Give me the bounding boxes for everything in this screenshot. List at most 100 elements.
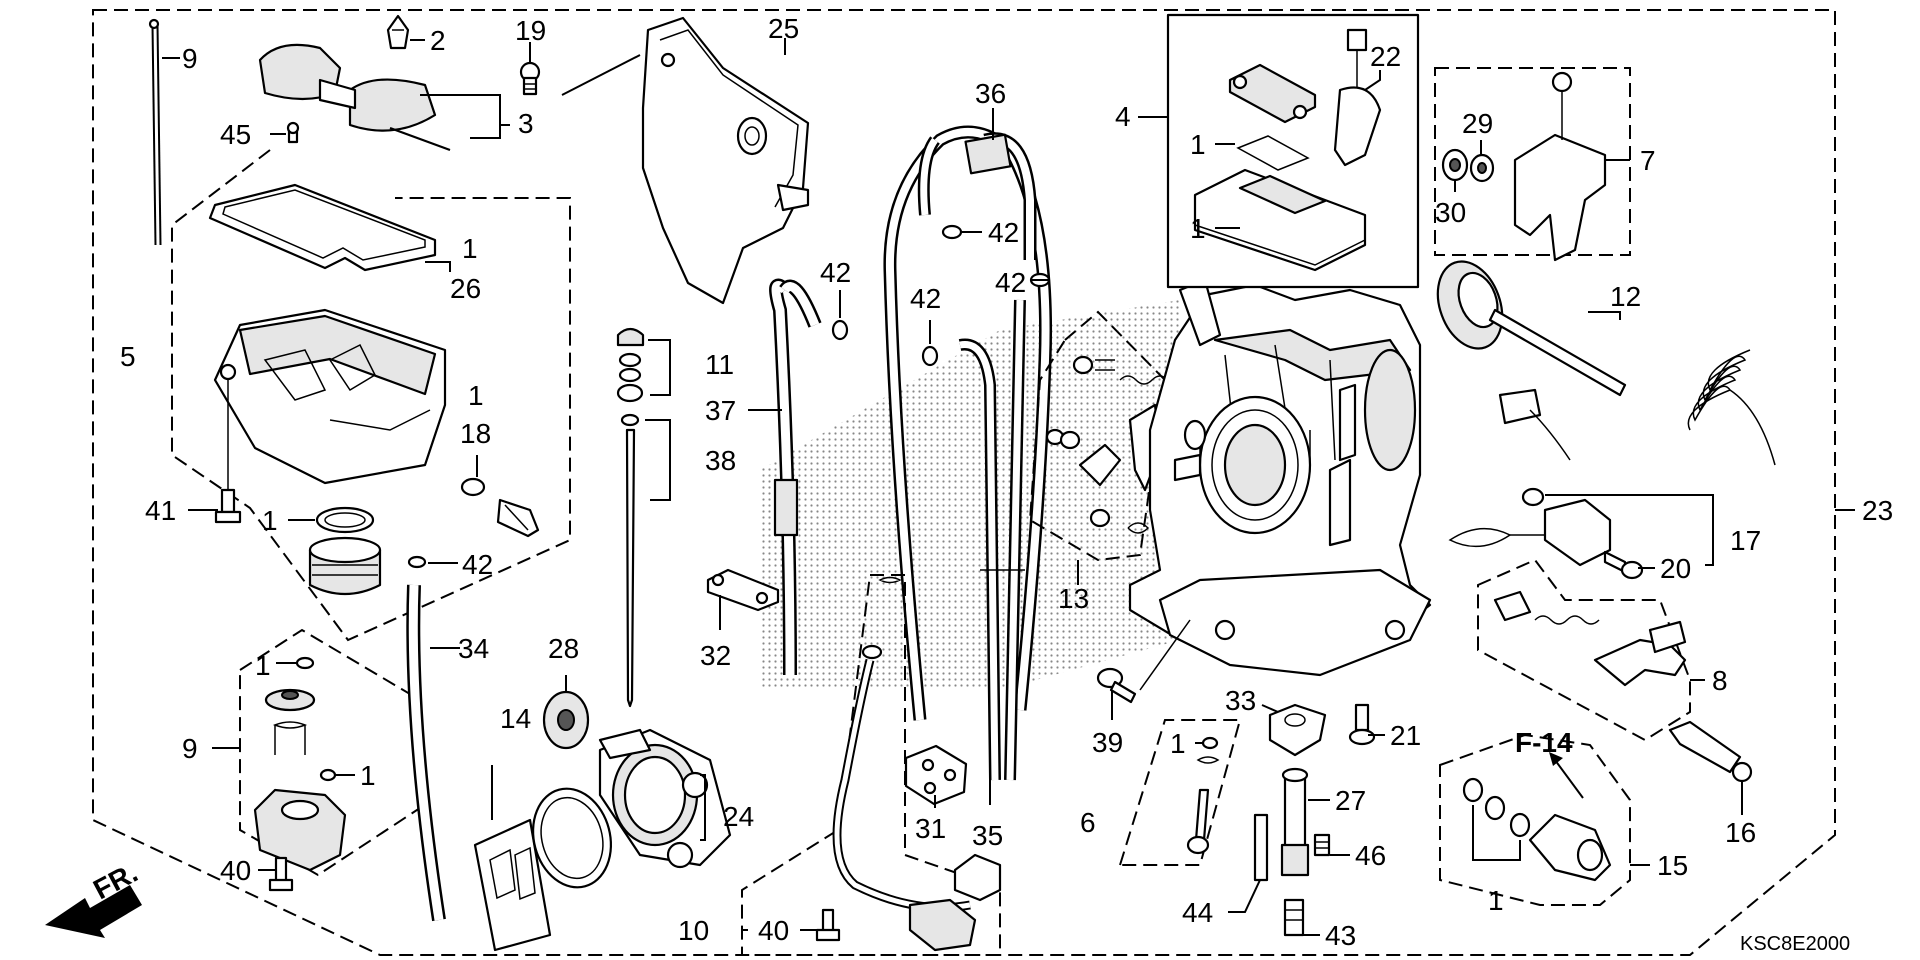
callout-14: 14 (500, 703, 531, 734)
callout-1-b: 1 (468, 380, 484, 411)
shading-dots (760, 300, 1180, 690)
screw-20 (1603, 550, 1644, 580)
callout-44: 44 (1182, 897, 1213, 928)
air-screw-18 (460, 477, 540, 538)
callout-34: 34 (458, 633, 489, 664)
group-15-parts (1462, 777, 1612, 882)
bolt-40-bottom (815, 908, 841, 942)
callout-40-a: 40 (220, 855, 251, 886)
callout-12: 12 (1610, 281, 1641, 312)
callout-31: 31 (915, 813, 946, 844)
tube-35 (958, 299, 1026, 781)
callout-1-e: 1 (360, 760, 376, 791)
callout-42-b: 42 (820, 257, 851, 288)
callout-42-d: 42 (988, 217, 1019, 248)
callout-40-b: 40 (758, 915, 789, 946)
callout-15: 15 (1657, 850, 1688, 881)
ref-f14: F-14 (1515, 727, 1573, 758)
callout-3: 3 (518, 108, 534, 139)
float-valve-2 (386, 14, 410, 50)
callout-19: 19 (515, 15, 546, 46)
callout-37: 37 (705, 395, 736, 426)
roller-28 (542, 690, 590, 750)
jet-43 (1283, 898, 1305, 937)
float-chamber-group-5 (171, 149, 571, 642)
callout-36: 36 (975, 78, 1006, 109)
callout-1-i: 1 (1170, 728, 1186, 759)
callout-23: 23 (1862, 495, 1893, 526)
screw-21 (1348, 703, 1376, 746)
callout-6: 6 (1080, 807, 1096, 838)
callout-29: 29 (1462, 108, 1493, 139)
screw-19 (519, 61, 541, 96)
assembly-boundary-23 (92, 9, 1836, 956)
callout-32: 32 (700, 640, 731, 671)
callout-11: 11 (705, 349, 734, 380)
callout-21: 21 (1390, 720, 1421, 751)
callout-38: 38 (705, 445, 736, 476)
callout-22: 22 (1370, 41, 1401, 72)
jet-16 (1668, 720, 1753, 783)
callout-1-g: 1 (1190, 213, 1206, 244)
callout-42-e: 42 (995, 267, 1026, 298)
accel-pump-parts (253, 656, 347, 872)
lever-parts-7 (1441, 71, 1607, 262)
cable-group-10 (741, 574, 1001, 956)
callout-1-a: 1 (462, 233, 478, 264)
callout-35: 35 (972, 820, 1003, 851)
sensor-17 (1448, 487, 1612, 567)
jet-group-6 (1118, 719, 1242, 866)
float-assembly-3 (258, 43, 451, 152)
callout-39: 39 (1092, 727, 1123, 758)
callout-42-c: 42 (910, 283, 941, 314)
callout-1-h: 1 (1488, 885, 1504, 916)
front-direction-arrow (45, 885, 142, 938)
callout-2: 2 (430, 25, 446, 56)
group-15 (1439, 733, 1631, 906)
callout-24: 24 (723, 801, 754, 832)
callout-16: 16 (1725, 817, 1756, 848)
spring-12 (1687, 349, 1776, 466)
callout-25: 25 (768, 13, 799, 44)
callout-13: 13 (1058, 583, 1089, 614)
callout-1-f: 1 (1190, 129, 1206, 160)
tube-34 (406, 584, 446, 922)
callout-26: 26 (450, 273, 481, 304)
callout-1-d: 1 (255, 650, 271, 681)
hot-start-group-8 (1477, 558, 1691, 742)
jet-needle-38 (620, 413, 640, 708)
screw-39 (1096, 619, 1191, 704)
linkage-group-13 (1028, 310, 1167, 562)
callout-18: 18 (460, 418, 491, 449)
callout-43: 43 (1325, 920, 1356, 951)
hot-start-parts-8 (1493, 590, 1687, 687)
cover-25 (641, 16, 810, 305)
callout-42-a: 42 (462, 549, 493, 580)
jet-44 (1253, 813, 1269, 882)
top-cover-parts-4 (1193, 28, 1382, 272)
clip-42-left (407, 555, 427, 569)
holder-33 (1268, 703, 1327, 757)
callout-1-c: 1 (262, 505, 278, 536)
callout-9-top: 9 (182, 43, 198, 74)
callout-4: 4 (1115, 101, 1131, 132)
float-chamber-gasket-26 (208, 183, 437, 272)
holder-31 (904, 744, 968, 806)
screw-45 (286, 121, 300, 144)
diagram-code: KSC8E2000 (1740, 933, 1850, 955)
needle-clips-11 (616, 327, 645, 403)
callout-27: 27 (1335, 785, 1366, 816)
throttle-shaft-12 (1436, 260, 1627, 461)
callout-33: 33 (1225, 685, 1256, 716)
needle-jet-27 (1280, 767, 1310, 877)
insulator-14 (473, 787, 613, 952)
bolt-40-left (268, 856, 294, 892)
callout-46: 46 (1355, 840, 1386, 871)
float-chamber-body (213, 308, 447, 485)
bolt-41 (214, 380, 242, 524)
throttle-cable-10 (832, 576, 1002, 952)
callout-10: 10 (678, 915, 709, 946)
tube-37 (769, 278, 822, 676)
callout-20: 20 (1660, 553, 1691, 584)
